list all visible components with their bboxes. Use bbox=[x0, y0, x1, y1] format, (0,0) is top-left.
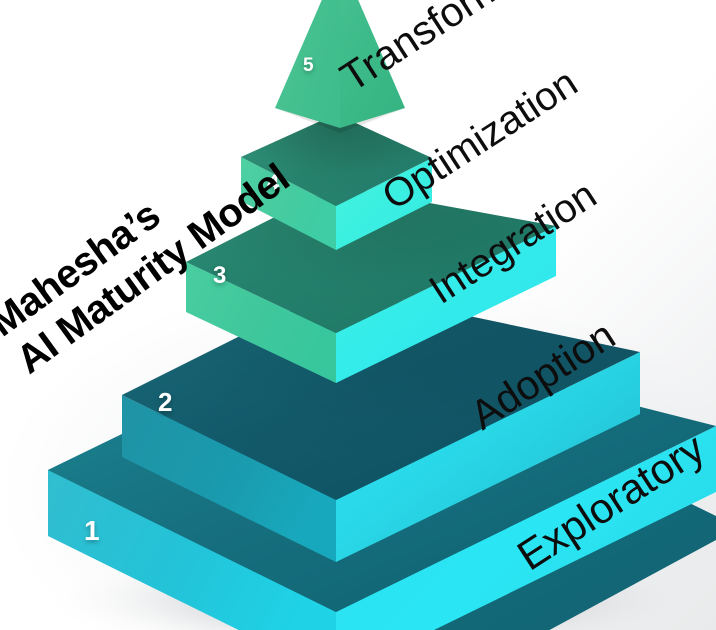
tier-1-right-face bbox=[336, 426, 716, 630]
tier-5-base-shade bbox=[275, 108, 405, 133]
tier-5-transform[interactable] bbox=[275, 0, 405, 133]
tier-4-optimization[interactable] bbox=[241, 114, 432, 250]
tier-2-right-face bbox=[336, 352, 640, 562]
tier-3-integration[interactable] bbox=[186, 186, 556, 383]
tier-5-left-face bbox=[275, 0, 340, 128]
tier-1-left-face bbox=[48, 470, 336, 630]
tier-3-cast-shadow bbox=[186, 186, 556, 333]
tier-3-left-face bbox=[186, 262, 336, 383]
tier-4-cast-shadow bbox=[241, 114, 432, 206]
tier-5-right-face bbox=[340, 0, 405, 128]
tier-4-left-face bbox=[241, 157, 336, 250]
tier-2-left-face bbox=[122, 395, 336, 562]
tier-4-right-face bbox=[336, 158, 432, 250]
tier-3-right-face bbox=[336, 226, 556, 383]
